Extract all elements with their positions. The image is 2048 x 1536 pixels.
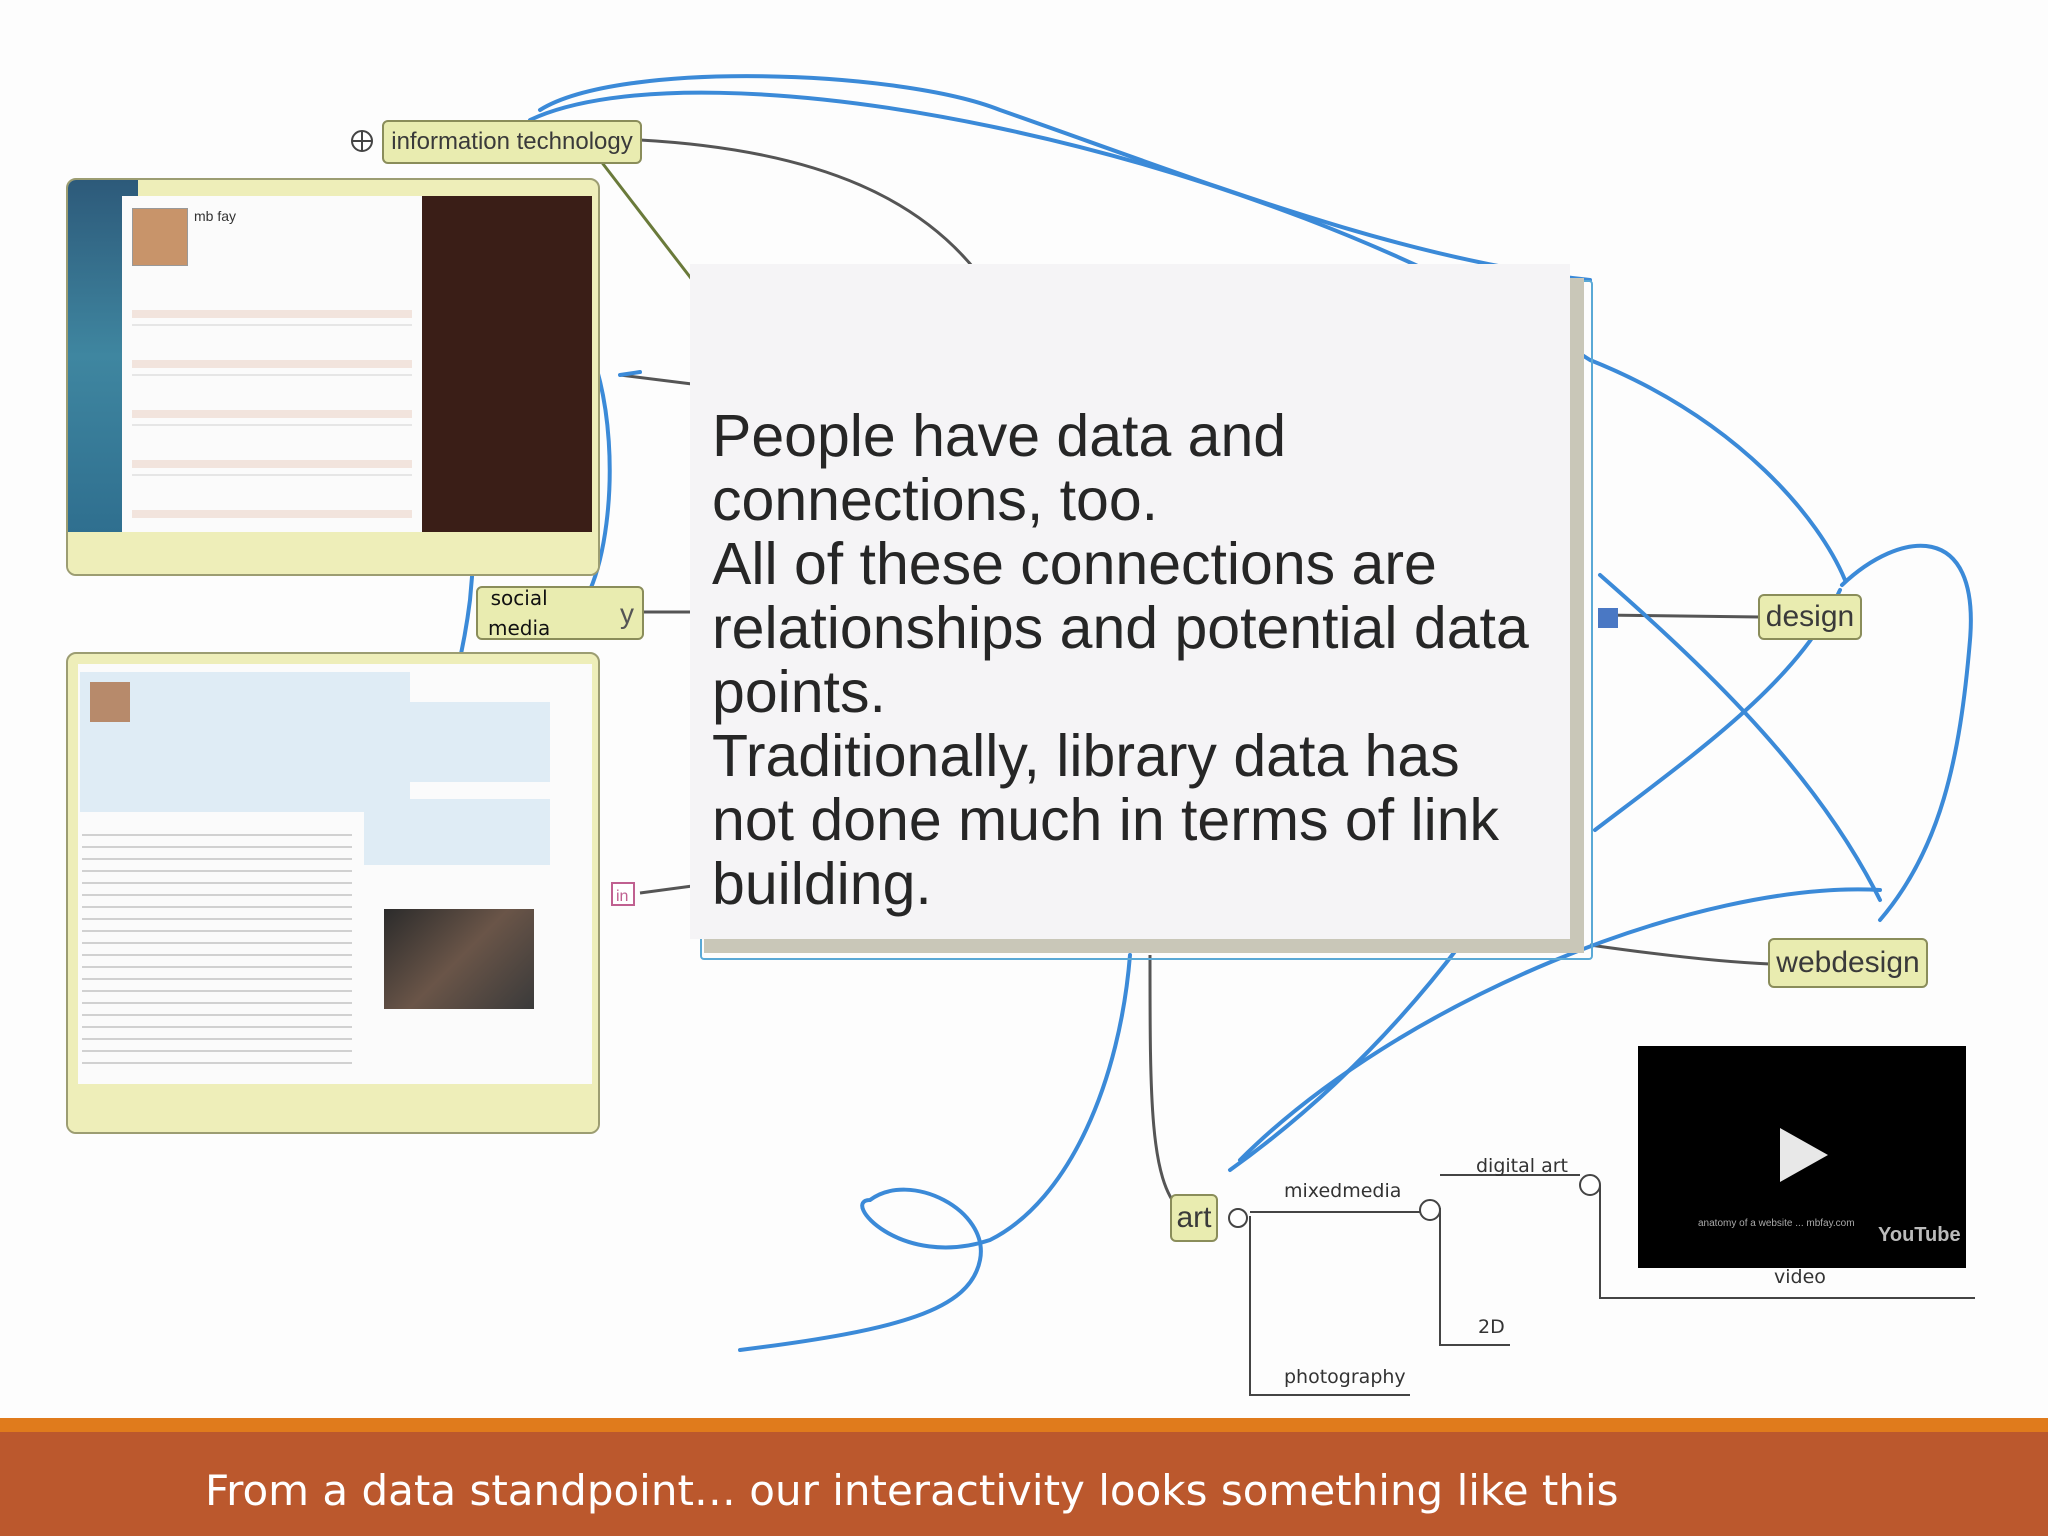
leaf-digital-art[interactable]: digital art bbox=[1476, 1155, 1568, 1177]
fb-profile-name: mb fay bbox=[194, 208, 237, 224]
node-art-label: art bbox=[1176, 1201, 1212, 1234]
link-it-arc-right bbox=[538, 74, 1592, 282]
connector-design bbox=[1599, 613, 1761, 619]
facebook-profile-screenshot[interactable]: mb fay bbox=[66, 178, 600, 576]
li-text-rows bbox=[82, 834, 352, 1074]
fb-post-rows bbox=[132, 310, 412, 520]
collapse-art-icon bbox=[1228, 1208, 1248, 1228]
leaf-photography[interactable]: photography bbox=[1284, 1366, 1406, 1388]
art-branch-digital bbox=[1439, 1208, 1510, 1346]
avatar bbox=[132, 208, 188, 266]
node-webdesign[interactable]: webdesign bbox=[1768, 938, 1928, 988]
callout-line: connections, too. bbox=[712, 467, 1159, 533]
connector-it-to-center bbox=[639, 138, 992, 291]
collapse-digital-icon bbox=[1579, 1174, 1601, 1196]
node-design[interactable]: design bbox=[1758, 594, 1862, 640]
node-social-media-label: social media bbox=[488, 586, 551, 640]
link-it-arc-design bbox=[528, 90, 1847, 582]
art-branch-video bbox=[1599, 1185, 1975, 1299]
li-side-box-2 bbox=[364, 799, 550, 865]
callout-line: points. bbox=[712, 659, 886, 725]
callout-box bbox=[690, 264, 1570, 939]
callout-line: Traditionally, library data has bbox=[712, 723, 1460, 789]
footer-accent-rule bbox=[0, 1418, 2048, 1432]
youtube-video-player[interactable]: anatomy of a website ... mbfay.com YouTu… bbox=[1638, 1046, 1966, 1268]
leaf-video[interactable]: video bbox=[1774, 1266, 1826, 1288]
play-icon[interactable] bbox=[1780, 1128, 1828, 1182]
collapse-mixed-icon bbox=[1419, 1199, 1441, 1221]
leaf-2d[interactable]: 2D bbox=[1478, 1316, 1505, 1338]
li-side-box-1 bbox=[364, 702, 550, 782]
footer-caption: From a data standpoint… our interactivit… bbox=[205, 1466, 1619, 1515]
link-center-to-art bbox=[1228, 943, 1462, 1172]
fb-dark-panel bbox=[422, 196, 592, 532]
link-webdesign-to-art bbox=[1238, 887, 1882, 1162]
link-design-loop bbox=[1840, 543, 1973, 922]
video-caption: anatomy of a website ... mbfay.com bbox=[1698, 1218, 1855, 1229]
facebook-icon bbox=[1598, 608, 1618, 628]
leaf-mixedmedia[interactable]: mixedmedia bbox=[1284, 1180, 1402, 1202]
link-shot-short bbox=[618, 370, 642, 377]
node-social-media-tail: y bbox=[620, 598, 634, 629]
li-header-box bbox=[80, 672, 410, 812]
node-information-technology[interactable]: information technology bbox=[382, 120, 642, 164]
linkedin-icon bbox=[611, 882, 635, 906]
link-cross-1 bbox=[1598, 573, 1882, 902]
connector-webdesign bbox=[1589, 943, 1771, 966]
avatar bbox=[90, 682, 130, 722]
callout-line: not done much in terms of link bbox=[712, 787, 1500, 853]
node-design-label: design bbox=[1765, 600, 1855, 633]
art-branch-trunk bbox=[1249, 1216, 1410, 1396]
node-information-technology-label: information technology bbox=[391, 128, 633, 155]
footer-band bbox=[0, 1418, 2048, 1536]
callout-line: People have data and bbox=[712, 403, 1287, 469]
callout-text: People have data and connections, too. A… bbox=[712, 404, 1572, 916]
callout-line: building. bbox=[712, 851, 932, 917]
li-bottom-strip bbox=[68, 1090, 598, 1132]
connector-it-to-shot bbox=[598, 159, 702, 291]
li-photo bbox=[384, 909, 534, 1009]
callout-line: relationships and potential data bbox=[712, 595, 1529, 661]
connector-art bbox=[1148, 954, 1182, 1212]
link-squiggle bbox=[738, 953, 1132, 1352]
linkedin-profile-screenshot[interactable] bbox=[66, 652, 600, 1134]
connector-shot-to-center bbox=[619, 373, 701, 387]
youtube-logo: YouTube bbox=[1878, 1224, 1961, 1246]
node-social-media[interactable]: social media y bbox=[476, 586, 644, 640]
node-webdesign-label: webdesign bbox=[1776, 946, 1920, 979]
fb-bottom-strip bbox=[68, 532, 598, 574]
callout-line: All of these connections are bbox=[712, 531, 1437, 597]
svg-text:in: in bbox=[616, 888, 628, 905]
node-art[interactable]: art bbox=[1170, 1194, 1218, 1242]
